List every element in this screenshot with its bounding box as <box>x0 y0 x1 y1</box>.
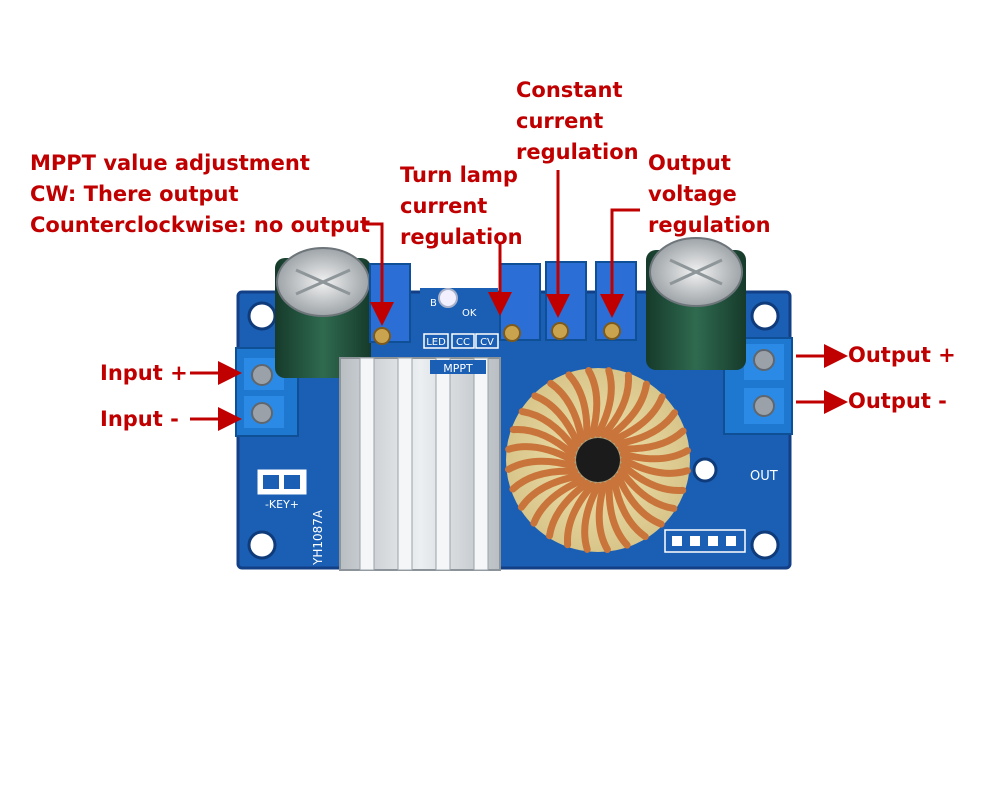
coil-turn <box>504 457 577 473</box>
coil-turn <box>595 481 611 554</box>
annotation-voltage-line-3: regulation <box>648 213 771 237</box>
capacitor-right <box>646 237 746 370</box>
annotation-constant-line-3: regulation <box>516 140 639 164</box>
led-silkscreen: LED <box>426 337 446 348</box>
coil-turn <box>530 476 586 527</box>
mppt-silkscreen: MPPT <box>443 362 473 375</box>
mounting-hole <box>692 457 718 483</box>
annotation-lamp-line-2: current <box>400 194 488 218</box>
model-silkscreen: YH1087A <box>311 509 325 566</box>
coil-turn <box>617 427 687 453</box>
coil-turn <box>581 482 602 553</box>
coil-turn <box>518 408 579 453</box>
heatsink: MPPT <box>339 357 501 571</box>
annotation-input-minus: Input - <box>100 407 179 431</box>
cv-silkscreen: CV <box>480 337 494 348</box>
output-header: OUT <box>664 469 778 553</box>
annotation-voltage-line-2: voltage <box>648 182 737 206</box>
coil-turn <box>610 393 666 444</box>
annotation-output-minus: Output - <box>848 389 947 413</box>
coil-turn <box>547 379 586 444</box>
coil-turn <box>610 476 649 541</box>
annotation-constant-line-1: Constant <box>516 78 623 102</box>
annotation-voltage-line-1: Output <box>648 151 731 175</box>
coil-turn <box>619 447 692 463</box>
coil-turn <box>505 443 576 464</box>
mounting-hole <box>750 530 780 560</box>
coil-turn <box>605 380 650 441</box>
coil-turn <box>614 472 665 528</box>
coil-turn <box>600 371 632 439</box>
ok-silkscreen: OK <box>462 308 477 319</box>
annotation-constant-line-2: current <box>516 109 604 133</box>
potentiometer-mppt <box>369 263 411 345</box>
annotation-mppt-line-1: MPPT value adjustment <box>30 151 310 175</box>
mounting-hole <box>247 530 277 560</box>
coil-turn <box>605 479 631 549</box>
potentiometer-constant-current <box>545 261 587 341</box>
coil-turn <box>565 371 591 441</box>
key-silkscreen: -KEY+ <box>265 498 299 511</box>
coil-turn <box>585 366 601 439</box>
output-terminal-block <box>723 337 793 435</box>
coil-turn <box>617 467 678 512</box>
coil-turn <box>619 462 687 494</box>
coil-turn <box>509 426 577 458</box>
arrow-voltage <box>600 208 640 318</box>
mounting-hole <box>247 301 277 331</box>
annotation-mppt-line-3: Counterclockwise: no output <box>30 213 371 237</box>
key-header: -KEY+ <box>257 469 307 511</box>
annotation-mppt: MPPT value adjustment CW: There output C… <box>30 148 370 241</box>
coil-turn <box>620 456 691 477</box>
annotation-mppt-line-2: CW: There output <box>30 182 239 206</box>
annotation-lamp-line-1: Turn lamp <box>400 163 518 187</box>
capacitor-left <box>275 247 371 378</box>
coil-turn <box>517 472 582 511</box>
annotation-lamp-line-3: regulation <box>400 225 523 249</box>
annotation-output-voltage: Output voltage regulation <box>648 148 771 241</box>
coil-turn <box>594 367 615 438</box>
coil-turn <box>509 467 579 493</box>
potentiometer-output-voltage <box>595 261 637 341</box>
coil-turn <box>564 481 596 549</box>
potentiometer-lamp-current <box>499 263 541 342</box>
cc-silkscreen: CC <box>456 337 470 348</box>
mounting-hole <box>750 301 780 331</box>
coil-turn <box>546 479 591 540</box>
out-silkscreen: OUT <box>750 469 778 484</box>
annotation-lamp-current: Turn lamp current regulation <box>400 160 523 253</box>
annotation-input-plus: Input + <box>100 361 188 385</box>
annotation-constant-current: Constant current regulation <box>516 75 639 168</box>
led-indicator-area: LED CC CV B OK <box>420 288 499 349</box>
b-silkscreen: B <box>430 298 437 309</box>
annotation-output-plus: Output + <box>848 343 956 367</box>
annotation-arrows <box>190 170 848 431</box>
coil-turn <box>531 392 582 448</box>
toroid-inductor <box>504 366 692 554</box>
coil-turn <box>614 409 679 448</box>
arrow-mppt <box>364 222 394 326</box>
